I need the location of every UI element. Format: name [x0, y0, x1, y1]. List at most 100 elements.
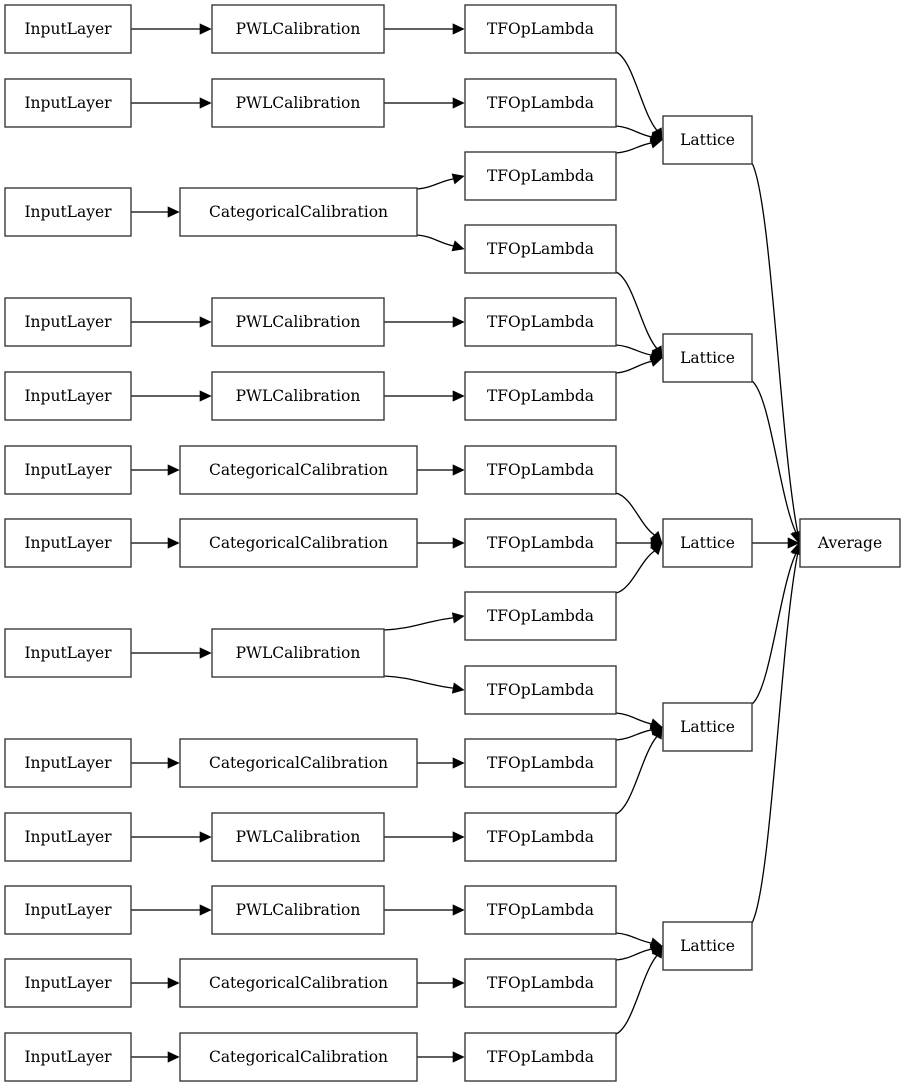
- node-lattice[interactable]: Lattice: [662, 115, 753, 165]
- node-input-layer[interactable]: InputLayer: [4, 445, 132, 495]
- node-box[interactable]: [662, 115, 753, 165]
- node-tfop-lambda[interactable]: TFOpLambda: [464, 518, 617, 568]
- node-tfop-lambda[interactable]: TFOpLambda: [464, 1032, 617, 1082]
- node-box[interactable]: [464, 297, 617, 347]
- node-box[interactable]: [179, 1032, 418, 1082]
- node-pwlcalibration[interactable]: PWLCalibration: [211, 78, 385, 128]
- node-box[interactable]: [662, 333, 753, 383]
- node-box[interactable]: [4, 885, 132, 935]
- node-box[interactable]: [464, 958, 617, 1008]
- node-box[interactable]: [179, 958, 418, 1008]
- node-categorical-calibration[interactable]: CategoricalCalibration: [179, 187, 418, 237]
- node-box[interactable]: [4, 445, 132, 495]
- node-box[interactable]: [464, 4, 617, 54]
- node-tfop-lambda[interactable]: TFOpLambda: [464, 224, 617, 274]
- node-lattice[interactable]: Lattice: [662, 702, 753, 752]
- node-box[interactable]: [4, 187, 132, 237]
- node-box[interactable]: [464, 738, 617, 788]
- edge-line: [615, 51, 658, 131]
- node-box[interactable]: [662, 518, 753, 568]
- edge-pwlcalibration-to-tfop-lambda: [384, 904, 465, 916]
- node-tfop-lambda[interactable]: TFOpLambda: [464, 151, 617, 201]
- node-input-layer[interactable]: InputLayer: [4, 738, 132, 788]
- node-tfop-lambda[interactable]: TFOpLambda: [464, 812, 617, 862]
- node-tfop-lambda[interactable]: TFOpLambda: [464, 665, 617, 715]
- node-box[interactable]: [211, 297, 385, 347]
- node-input-layer[interactable]: InputLayer: [4, 187, 132, 237]
- node-box[interactable]: [211, 371, 385, 421]
- node-tfop-lambda[interactable]: TFOpLambda: [464, 78, 617, 128]
- node-box[interactable]: [464, 78, 617, 128]
- arrowhead-icon: [651, 945, 663, 959]
- node-box[interactable]: [4, 958, 132, 1008]
- node-pwlcalibration[interactable]: PWLCalibration: [211, 885, 385, 935]
- node-box[interactable]: [4, 297, 132, 347]
- node-tfop-lambda[interactable]: TFOpLambda: [464, 371, 617, 421]
- node-box[interactable]: [211, 78, 385, 128]
- node-box[interactable]: [662, 702, 753, 752]
- node-categorical-calibration[interactable]: CategoricalCalibration: [179, 518, 418, 568]
- node-box[interactable]: [464, 1032, 617, 1082]
- node-input-layer[interactable]: InputLayer: [4, 518, 132, 568]
- node-box[interactable]: [4, 4, 132, 54]
- node-box[interactable]: [464, 371, 617, 421]
- node-lattice[interactable]: Lattice: [662, 518, 753, 568]
- node-box[interactable]: [179, 738, 418, 788]
- node-pwlcalibration[interactable]: PWLCalibration: [211, 4, 385, 54]
- node-categorical-calibration[interactable]: CategoricalCalibration: [179, 738, 418, 788]
- node-input-layer[interactable]: InputLayer: [4, 297, 132, 347]
- node-box[interactable]: [464, 224, 617, 274]
- node-box[interactable]: [464, 518, 617, 568]
- node-box[interactable]: [211, 885, 385, 935]
- node-pwlcalibration[interactable]: PWLCalibration: [211, 297, 385, 347]
- node-box[interactable]: [179, 187, 418, 237]
- node-box[interactable]: [464, 885, 617, 935]
- node-box[interactable]: [464, 591, 617, 641]
- edge-tfop-lambda-to-lattice: [615, 492, 663, 544]
- node-box[interactable]: [662, 921, 753, 971]
- node-input-layer[interactable]: InputLayer: [4, 812, 132, 862]
- node-box[interactable]: [4, 1032, 132, 1082]
- node-box[interactable]: [4, 78, 132, 128]
- node-box[interactable]: [464, 812, 617, 862]
- node-box[interactable]: [179, 518, 418, 568]
- node-categorical-calibration[interactable]: CategoricalCalibration: [179, 445, 418, 495]
- node-categorical-calibration[interactable]: CategoricalCalibration: [179, 958, 418, 1008]
- node-tfop-lambda[interactable]: TFOpLambda: [464, 885, 617, 935]
- node-box[interactable]: [4, 518, 132, 568]
- node-tfop-lambda[interactable]: TFOpLambda: [464, 297, 617, 347]
- node-tfop-lambda[interactable]: TFOpLambda: [464, 445, 617, 495]
- node-box[interactable]: [211, 628, 385, 678]
- node-box[interactable]: [211, 812, 385, 862]
- node-average[interactable]: Average: [799, 518, 901, 568]
- node-box[interactable]: [464, 665, 617, 715]
- node-pwlcalibration[interactable]: PWLCalibration: [211, 371, 385, 421]
- node-categorical-calibration[interactable]: CategoricalCalibration: [179, 1032, 418, 1082]
- node-box[interactable]: [4, 371, 132, 421]
- node-input-layer[interactable]: InputLayer: [4, 885, 132, 935]
- node-box[interactable]: [799, 518, 901, 568]
- node-box[interactable]: [211, 4, 385, 54]
- node-box[interactable]: [464, 151, 617, 201]
- node-lattice[interactable]: Lattice: [662, 333, 753, 383]
- node-tfop-lambda[interactable]: TFOpLambda: [464, 738, 617, 788]
- node-tfop-lambda[interactable]: TFOpLambda: [464, 4, 617, 54]
- node-input-layer[interactable]: InputLayer: [4, 78, 132, 128]
- node-tfop-lambda[interactable]: TFOpLambda: [464, 591, 617, 641]
- node-box[interactable]: [179, 445, 418, 495]
- node-lattice[interactable]: Lattice: [662, 921, 753, 971]
- node-input-layer[interactable]: InputLayer: [4, 958, 132, 1008]
- node-input-layer[interactable]: InputLayer: [4, 4, 132, 54]
- node-box[interactable]: [4, 738, 132, 788]
- arrowhead-icon: [167, 1051, 180, 1063]
- node-input-layer[interactable]: InputLayer: [4, 371, 132, 421]
- node-tfop-lambda[interactable]: TFOpLambda: [464, 958, 617, 1008]
- node-box[interactable]: [4, 812, 132, 862]
- node-input-layer[interactable]: InputLayer: [4, 628, 132, 678]
- node-pwlcalibration[interactable]: PWLCalibration: [211, 628, 385, 678]
- edge-input-layer-to-pwlcalibration: [131, 390, 212, 402]
- node-box[interactable]: [4, 628, 132, 678]
- node-input-layer[interactable]: InputLayer: [4, 1032, 132, 1082]
- node-box[interactable]: [464, 445, 617, 495]
- node-pwlcalibration[interactable]: PWLCalibration: [211, 812, 385, 862]
